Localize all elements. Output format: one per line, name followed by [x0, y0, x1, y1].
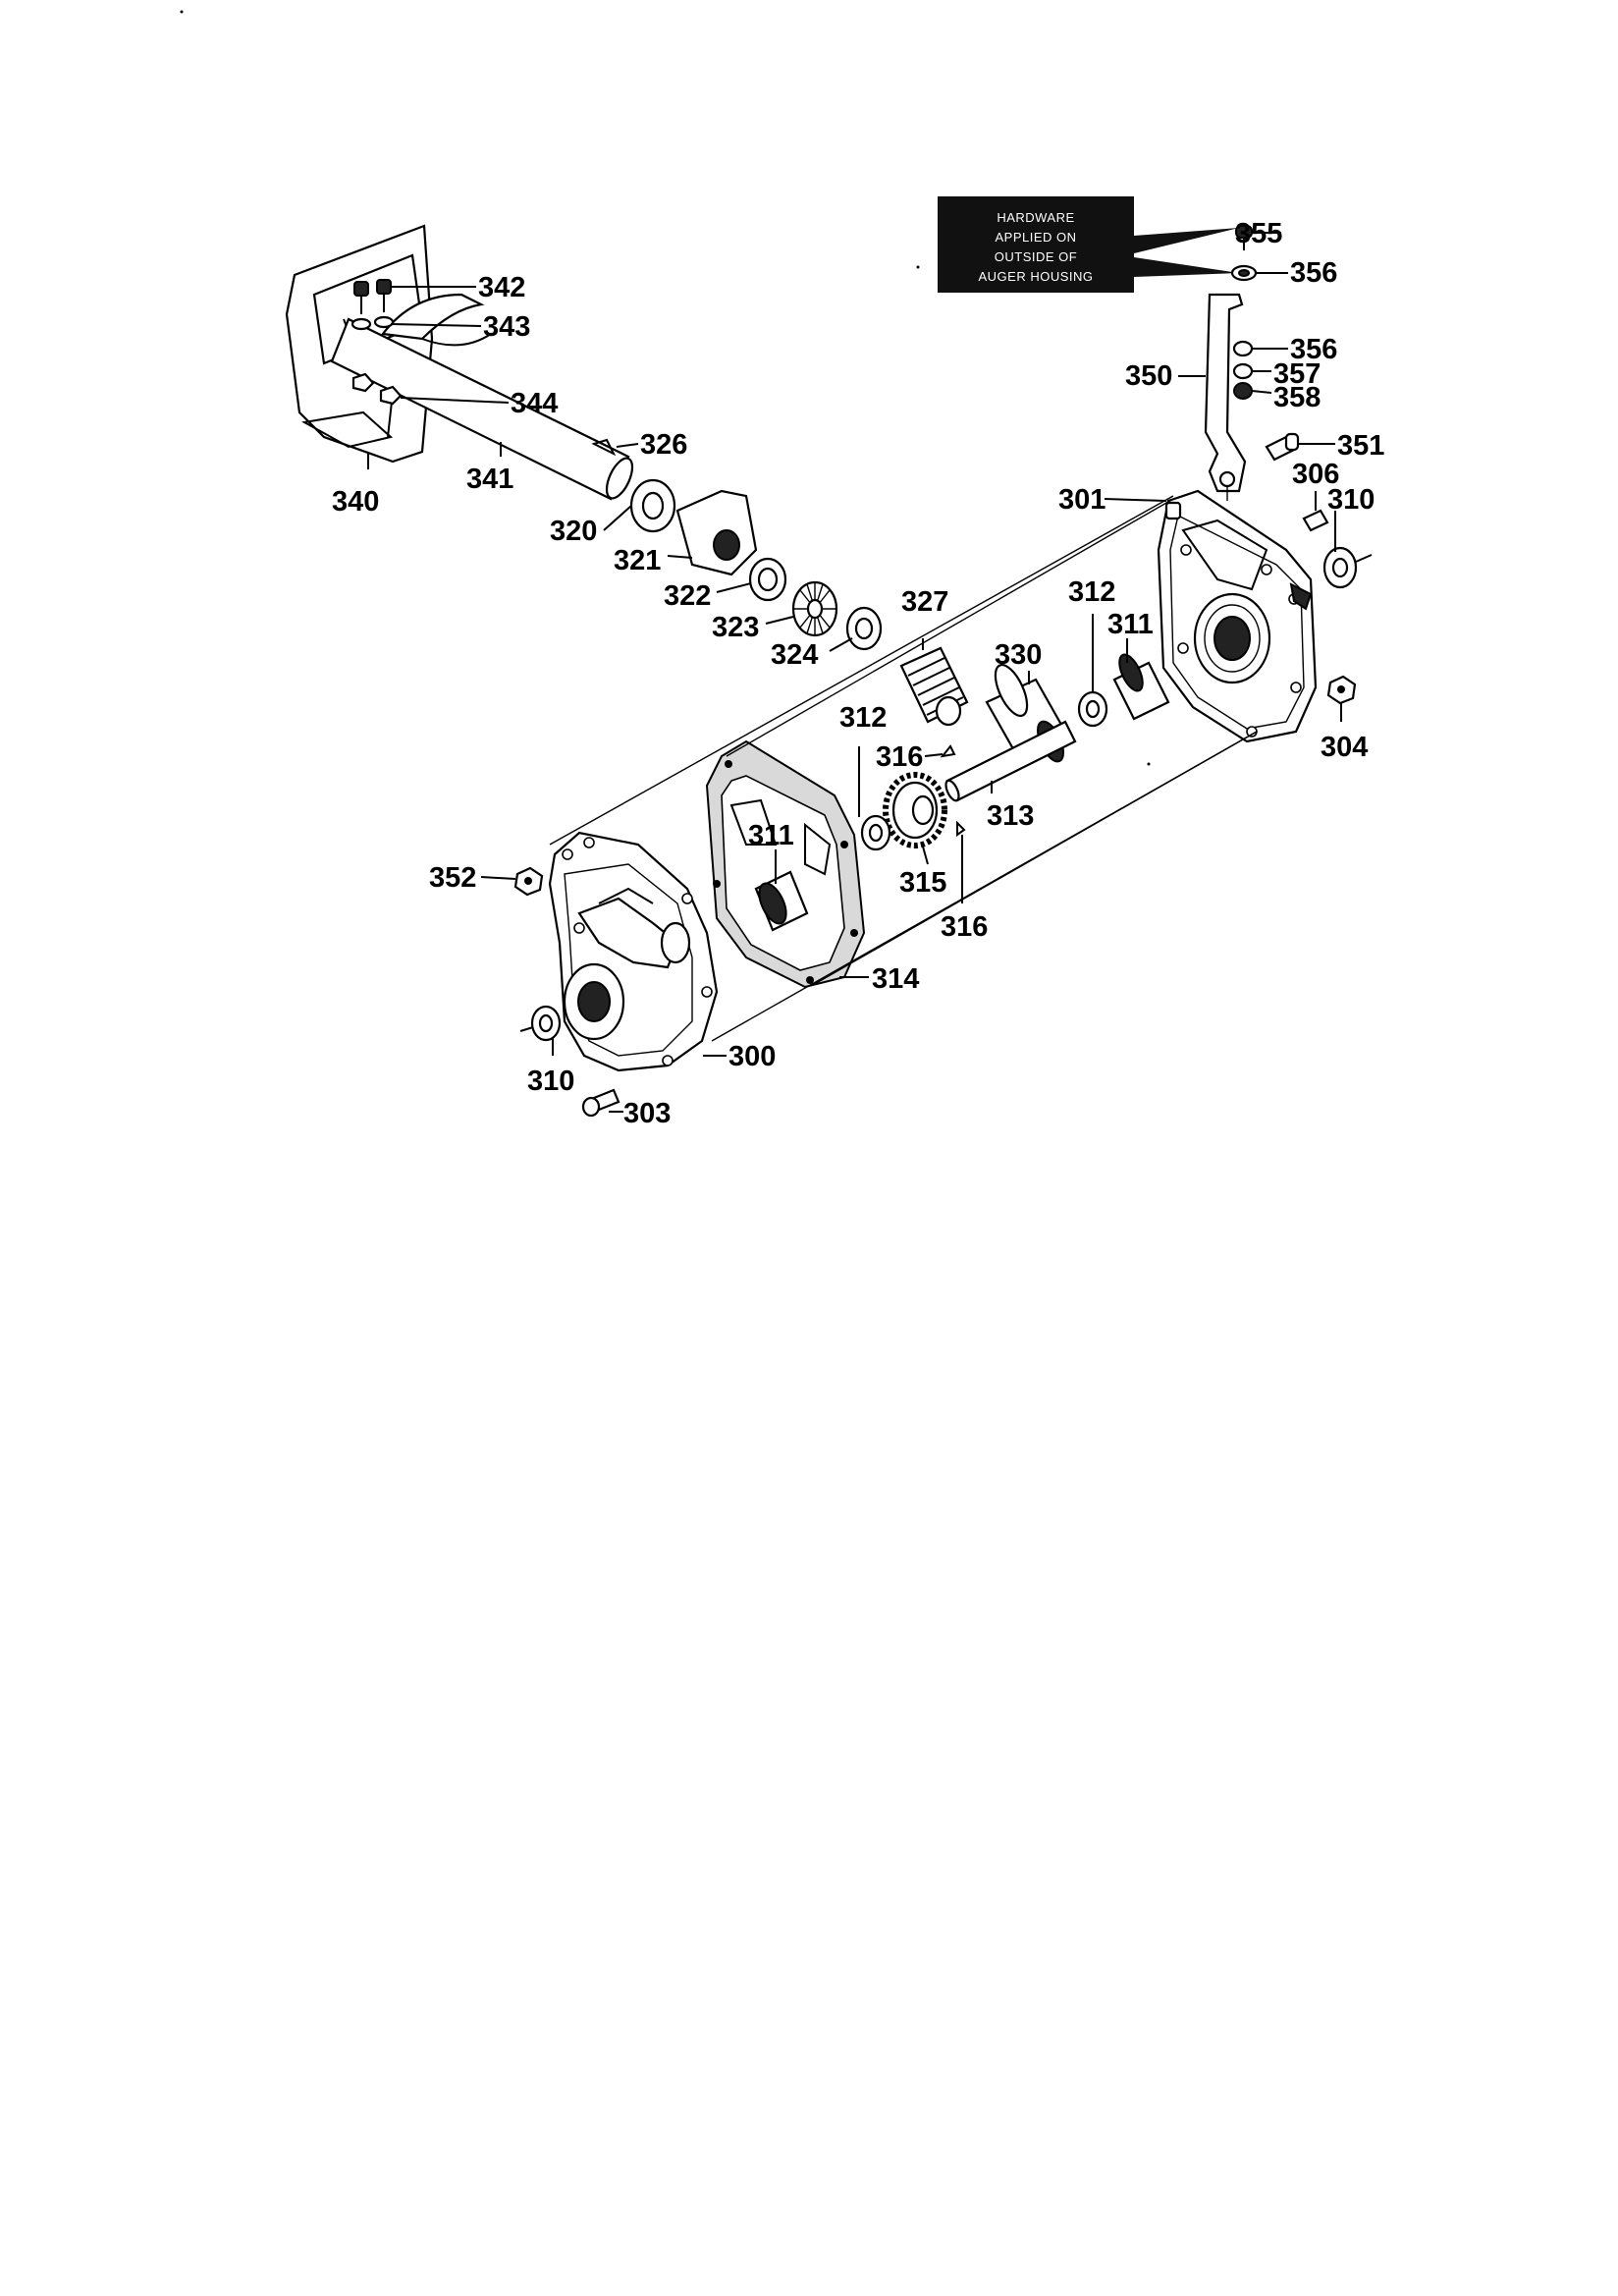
label-352: 352	[429, 862, 476, 894]
note-line-4: AUGER HOUSING	[978, 269, 1093, 284]
label-311-left: 311	[748, 820, 794, 851]
label-330: 330	[995, 639, 1042, 671]
label-306: 306	[1292, 459, 1339, 490]
label-320: 320	[550, 516, 597, 547]
label-316-top: 316	[876, 741, 923, 773]
label-310-right: 310	[1327, 484, 1375, 516]
label-356-top: 356	[1290, 257, 1337, 289]
note-line-2: APPLIED ON	[995, 230, 1076, 245]
hardware-note: HARDWARE APPLIED ON OUTSIDE OF AUGER HOU…	[938, 196, 1239, 293]
label-357: 357	[1273, 358, 1321, 390]
label-323: 323	[712, 612, 759, 643]
label-356: 356	[1290, 334, 1337, 365]
label-315: 315	[899, 867, 946, 899]
label-311-right: 311	[1107, 609, 1154, 640]
gear-icon	[883, 772, 947, 848]
small-hardware	[180, 10, 1373, 1118]
drive-train	[860, 646, 1170, 851]
note-line-1: HARDWARE	[997, 210, 1074, 225]
label-314: 314	[872, 963, 919, 995]
mounting-bracket	[1204, 225, 1300, 493]
label-322: 322	[664, 580, 711, 612]
note-line-3: OUTSIDE OF	[995, 249, 1077, 264]
label-343: 343	[483, 311, 530, 343]
label-312-right: 312	[1068, 576, 1115, 608]
label-304: 304	[1321, 732, 1368, 763]
label-324: 324	[771, 639, 818, 671]
label-358: 358	[1273, 382, 1321, 413]
label-341: 341	[466, 464, 513, 495]
bearing-stack	[629, 478, 883, 651]
label-327: 327	[901, 586, 948, 618]
label-312-left: 312	[839, 702, 887, 734]
alignment-lines	[549, 486, 1258, 1042]
label-300: 300	[728, 1041, 776, 1072]
label-355: 355	[1235, 218, 1282, 249]
label-351: 351	[1337, 430, 1384, 462]
gear-housing-right	[1157, 489, 1318, 743]
label-301: 301	[1058, 484, 1106, 516]
label-350: 350	[1125, 360, 1172, 392]
label-340: 340	[332, 486, 379, 518]
part-labels: 342 343 344 326 340 341 320 321 322 323 …	[332, 218, 1384, 1129]
label-342: 342	[478, 272, 525, 303]
impeller-assembly	[285, 224, 634, 501]
label-316-bottom: 316	[941, 911, 988, 943]
gasket	[705, 739, 866, 989]
label-310-left: 310	[527, 1066, 574, 1097]
label-326: 326	[640, 429, 687, 461]
label-321: 321	[614, 545, 661, 576]
label-313: 313	[987, 800, 1034, 832]
label-303: 303	[623, 1098, 671, 1129]
leader-lines	[367, 232, 1342, 1113]
label-344: 344	[511, 388, 558, 419]
gear-housing-left	[548, 831, 719, 1072]
